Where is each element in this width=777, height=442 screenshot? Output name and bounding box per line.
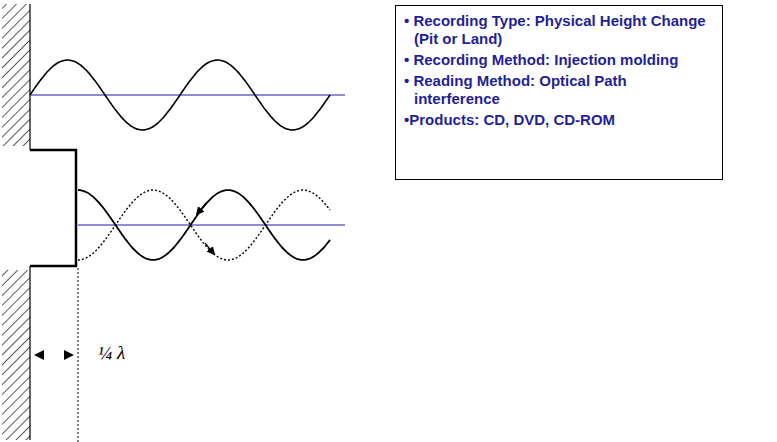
- bullet-text: • Reading Method: Optical Path interfere…: [404, 72, 714, 108]
- bullet-text: •Products: CD, DVD, CD-ROM: [404, 111, 714, 129]
- wall-face: [29, 4, 30, 150]
- wall-hatch: [2, 4, 30, 146]
- axis-line: [78, 225, 345, 226]
- phase-shifted-wave: [78, 190, 330, 260]
- dimension-label: ¼ λ: [98, 342, 125, 364]
- bullet-text: • Recording Type: Physical Height Change…: [404, 12, 714, 48]
- direction-arrow: [205, 243, 214, 254]
- land-step: [30, 150, 76, 266]
- axis-line: [30, 95, 345, 96]
- incident-wave: [30, 60, 330, 130]
- reflected-wave: [78, 190, 330, 260]
- wall-face: [29, 266, 30, 440]
- bullet-box: • Recording Type: Physical Height Change…: [395, 5, 723, 180]
- dimension-arrow: [64, 350, 74, 360]
- dimension-guide: [78, 268, 79, 442]
- wall-hatch: [2, 270, 30, 440]
- bullet-text: • Recording Method: Injection molding: [404, 51, 714, 69]
- dimension-arrow: [34, 350, 44, 360]
- direction-arrow: [197, 203, 206, 214]
